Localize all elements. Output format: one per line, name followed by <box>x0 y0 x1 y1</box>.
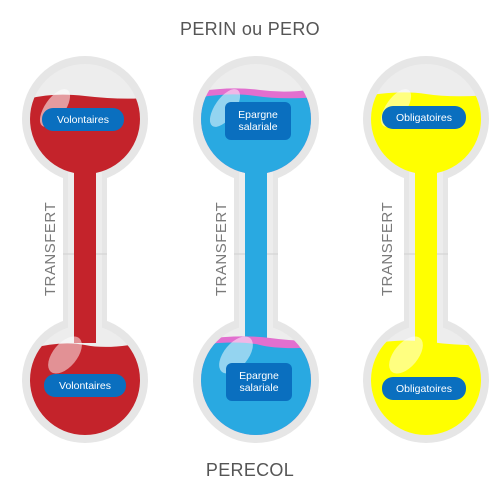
transfer-label-right: TRANSFERT <box>379 201 396 297</box>
title-bottom: PERECOL <box>205 460 295 480</box>
badge-top-left: Volontaires <box>42 108 124 131</box>
badge-bottom-right: Obligatoires <box>382 377 466 400</box>
liquid-stem <box>415 168 437 343</box>
transfer-label-middle: TRANSFERT <box>213 201 230 297</box>
title-top: PERIN ou PERO <box>180 19 320 39</box>
badge-top-middle: Epargne salariale <box>225 102 291 140</box>
glass-reflection <box>48 336 82 374</box>
badge-bottom-left: Volontaires <box>44 374 126 397</box>
liquid-stem <box>74 168 96 343</box>
transfer-label-left: TRANSFERT <box>42 201 59 297</box>
badge-top-right: Obligatoires <box>382 106 466 129</box>
liquid-stem <box>245 168 267 343</box>
badge-bottom-middle: Epargne salariale <box>226 363 292 401</box>
